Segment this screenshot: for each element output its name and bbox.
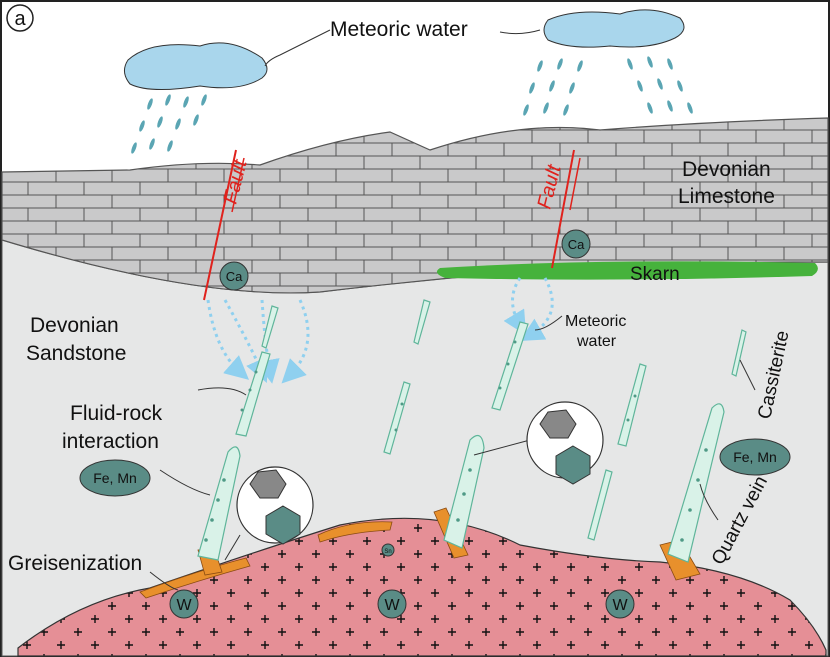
badge-fe-mn-right: Fe, Mn — [719, 438, 791, 476]
limestone-label-line1: Devonian — [682, 158, 771, 181]
panel-label: a — [14, 8, 26, 30]
rain-left — [131, 94, 207, 154]
sandstone-label-line2: Sandstone — [26, 342, 126, 365]
cloud-right — [543, 9, 685, 48]
badge-w-right: W — [605, 589, 635, 619]
fault-right — [551, 149, 581, 269]
skarn-label: Skarn — [630, 264, 680, 285]
panel-label-circle — [6, 4, 34, 32]
badge-fe-mn-left: Fe, Mn — [79, 459, 151, 497]
rain-right — [523, 56, 693, 116]
badge-ca-left-label: Ca — [226, 269, 243, 284]
badge-ca-right-label: Ca — [568, 237, 585, 252]
badge-ca-right: Ca — [561, 229, 591, 259]
badge-w-mid: W — [377, 589, 407, 619]
fluid-rock-label-line1: Fluid-rock — [70, 402, 163, 425]
meteoric-water-label: Meteoric water — [330, 18, 468, 41]
meteoric-flow-arrows — [206, 277, 554, 384]
fluid-rock-label-line2: interaction — [62, 430, 159, 453]
cassiterite-crystal-icon — [539, 409, 577, 439]
badge-w-left-label: W — [176, 597, 192, 614]
quartz-hexagon-icon — [555, 445, 591, 485]
badge-fe-mn-left-label: Fe, Mn — [93, 470, 137, 486]
callout-left — [224, 466, 314, 561]
meteoric-water-mid-line2: water — [576, 333, 617, 350]
leader-lines — [149, 29, 756, 591]
badge-ca-left: Ca — [219, 261, 249, 291]
badge-sn-label: Sn — [384, 549, 391, 555]
sandstone-label-line1: Devonian — [30, 314, 119, 337]
callout-right — [473, 401, 604, 485]
meteoric-water-mid-line1: Meteoric — [565, 313, 626, 330]
greisenization-label: Greisenization — [8, 552, 142, 575]
cassiterite-crystal-icon — [249, 469, 287, 499]
badge-w-left: W — [169, 589, 199, 619]
vein-inclusions — [204, 340, 708, 542]
badge-w-mid-label: W — [384, 597, 400, 614]
badge-sn: Sn — [381, 543, 395, 557]
skarn-layer — [436, 261, 818, 280]
devonian-limestone-layer — [1, 117, 829, 294]
badge-fe-mn-right-label: Fe, Mn — [733, 449, 777, 465]
cloud-left — [124, 42, 268, 91]
limestone-label-line2: Limestone — [678, 185, 775, 208]
badge-w-right-label: W — [612, 597, 628, 614]
quartz-hexagon-icon — [265, 505, 301, 545]
fault-left — [203, 149, 245, 301]
